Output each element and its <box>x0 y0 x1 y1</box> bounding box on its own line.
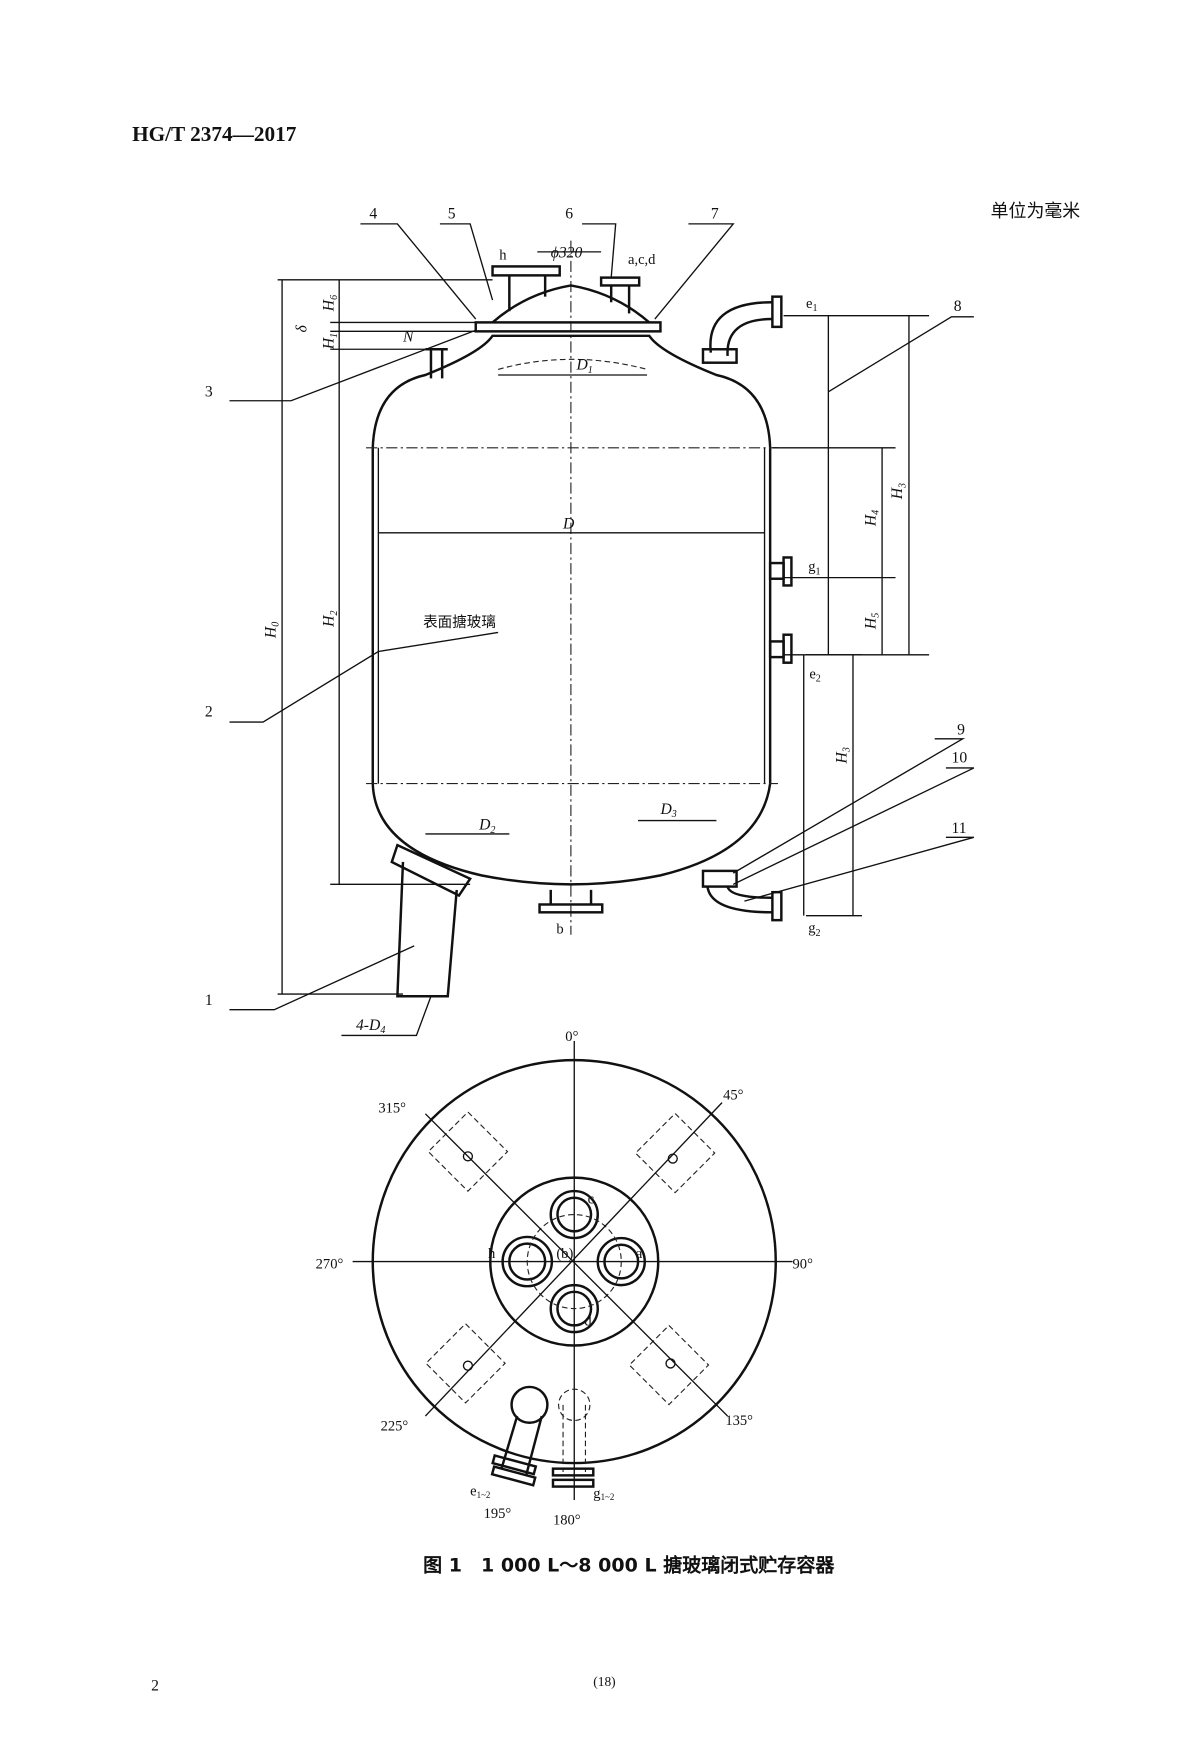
document-page-number: (18) <box>593 1674 615 1689</box>
callout-2: 2 <box>205 703 213 720</box>
plan-nozzle-c: c <box>588 1191 595 1207</box>
figure-caption: 图 1 1 000 L～8 000 L 搪玻璃闭式贮存容器 <box>423 1554 835 1577</box>
plan-nozzle-a: a <box>636 1246 643 1262</box>
dim-H0: H0 <box>262 622 281 639</box>
dim-phi320: ϕ320 <box>551 244 583 261</box>
manhole-flange <box>491 265 561 277</box>
angle-315: 315° <box>378 1101 406 1117</box>
callout-1: 1 <box>205 992 213 1009</box>
angle-195: 195° <box>484 1506 512 1522</box>
plan-nozzle-g12: g1~2 <box>593 1486 614 1502</box>
plan-nozzle-b: (b) <box>556 1246 573 1262</box>
plan-nozzle-d: d <box>584 1313 592 1329</box>
callout-5: 5 <box>448 205 456 222</box>
callout-7: 7 <box>711 205 719 222</box>
nozzle-acd-label: a,c,d <box>628 252 656 268</box>
dim-H3-lower: H3 <box>833 747 852 764</box>
dim-H6: H6 <box>321 295 340 312</box>
elevation-view: 4 5 6 7 8 3 2 1 9 10 11 h a,c,d e1 g1 e2… <box>205 205 975 1036</box>
angle-135: 135° <box>725 1413 753 1429</box>
dim-H4: H4 <box>862 510 881 527</box>
callout-9: 9 <box>957 721 965 738</box>
angle-180: 180° <box>553 1513 581 1529</box>
standard-number: HG/T 2374—2017 <box>132 122 297 146</box>
plan-nozzle-h: h <box>488 1246 496 1262</box>
dim-4-D4: 4-D4 <box>356 1017 385 1036</box>
callout-4: 4 <box>369 205 377 222</box>
page-number: 2 <box>151 1677 159 1694</box>
nozzle-flange-acd <box>599 276 641 287</box>
callout-10: 10 <box>951 749 967 766</box>
surface-glass-note: 表面搪玻璃 <box>423 614 496 631</box>
dim-delta: δ <box>294 324 311 332</box>
dim-H5: H5 <box>862 613 881 630</box>
nozzle-b-label: b <box>556 922 563 938</box>
callout-6: 6 <box>565 205 573 222</box>
angle-90: 90° <box>793 1256 814 1272</box>
nozzle-g2-label: g2 <box>808 920 820 938</box>
angle-270: 270° <box>316 1256 344 1272</box>
plan-nozzle-e12: e1~2 <box>470 1484 490 1500</box>
angle-225: 225° <box>381 1419 409 1435</box>
callout-3: 3 <box>205 383 213 400</box>
dim-N: N <box>402 328 415 345</box>
nozzle-e1-label: e1 <box>806 296 818 314</box>
dim-D: D <box>562 515 575 532</box>
dim-H3-upper: H3 <box>889 483 908 500</box>
dim-H1: H1 <box>321 333 340 350</box>
plan-view: 0° 45° 90° 135° 180° 195° 225° 270° 315°… <box>316 1029 813 1529</box>
callout-11: 11 <box>951 820 966 837</box>
angle-0: 0° <box>565 1029 578 1045</box>
callout-8: 8 <box>954 298 962 315</box>
unit-note: 单位为毫米 <box>991 201 1081 222</box>
support-leg <box>390 843 472 998</box>
dim-D1: D1 <box>575 356 592 375</box>
nozzle-e2-label: e2 <box>809 666 820 684</box>
body-flange <box>474 321 662 333</box>
nozzle-h-label: h <box>499 248 507 264</box>
nozzle-g1-label: g1 <box>808 559 820 577</box>
dim-H2: H2 <box>321 611 340 628</box>
dim-D2: D2 <box>478 816 495 835</box>
angle-45: 45° <box>723 1087 744 1103</box>
dim-D3: D3 <box>659 801 676 820</box>
